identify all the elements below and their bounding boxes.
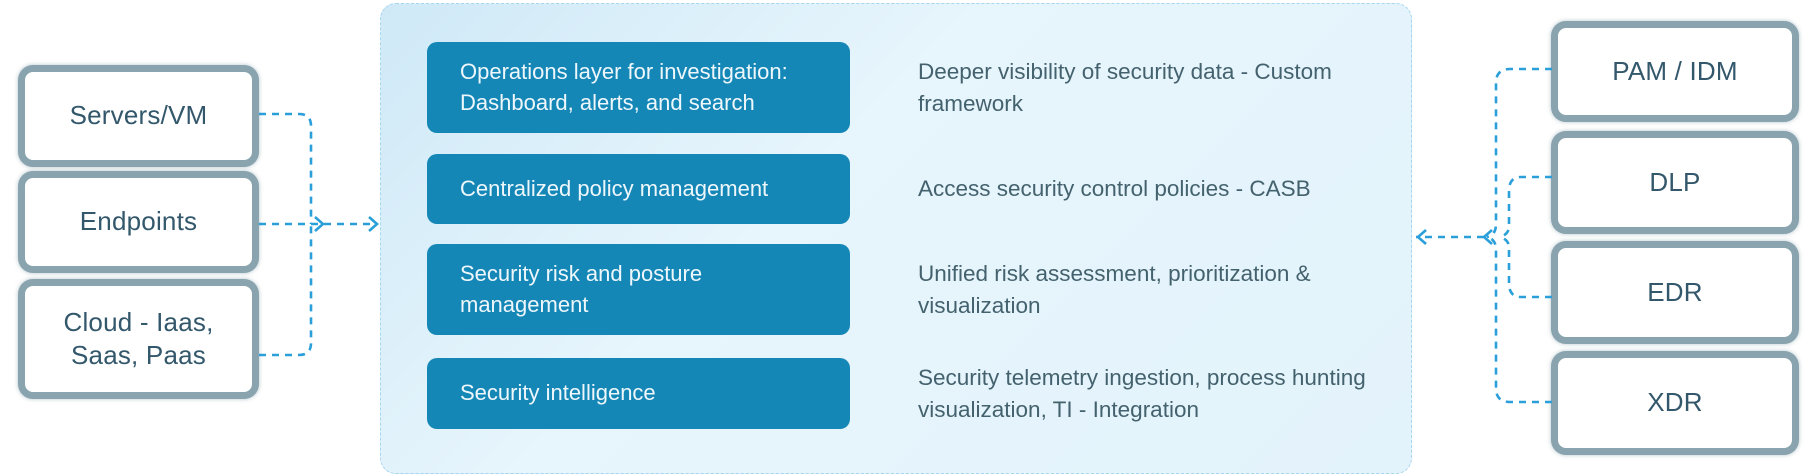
capability-label-operations-layer: Operations layer for investigation: Dash… — [460, 58, 788, 115]
arrowhead-into-panel-icon — [368, 216, 379, 232]
source-box-servers-vm: Servers/VM — [18, 65, 259, 167]
tool-box-xdr: XDR — [1551, 351, 1799, 455]
tool-label-edr: EDR — [1647, 276, 1703, 307]
capability-pill-risk-posture: Security risk and posture management — [427, 244, 850, 335]
tool-box-edr: EDR — [1551, 241, 1799, 344]
source-label-cloud: Cloud - Iaas, Saas, Paas — [63, 306, 214, 370]
source-box-endpoints: Endpoints — [18, 171, 259, 273]
tool-label-dlp: DLP — [1649, 166, 1701, 197]
description-text-security-intelligence: Security telemetry ingestion, process hu… — [918, 365, 1366, 422]
connector-pam-idm-line — [1486, 67, 1552, 239]
connector-xdr-line — [1486, 235, 1552, 404]
capability-label-security-intelligence: Security intelligence — [460, 380, 656, 406]
tool-label-pam-idm: PAM / IDM — [1612, 55, 1738, 86]
source-label-endpoints: Endpoints — [79, 206, 198, 237]
description-text-operations-layer: Deeper visibility of security data - Cus… — [918, 59, 1332, 116]
arrowhead-right-merge-icon — [1482, 229, 1493, 245]
capability-pill-security-intelligence: Security intelligence — [427, 358, 850, 429]
capability-label-risk-posture: Security risk and posture management — [460, 260, 703, 317]
capability-description-operations-layer: Deeper visibility of security data - Cus… — [918, 42, 1400, 133]
connector-dlp-line — [1498, 175, 1552, 239]
source-label-servers-vm: Servers/VM — [69, 100, 208, 131]
capability-pill-operations-layer: Operations layer for investigation: Dash… — [427, 42, 850, 133]
capability-label-policy-management: Centralized policy management — [460, 175, 769, 201]
arrowhead-left-merge-icon — [314, 216, 325, 232]
description-text-policy-management: Access security control policies - CASB — [918, 176, 1311, 202]
capability-description-policy-management: Access security control policies - CASB — [918, 154, 1400, 224]
tool-label-xdr: XDR — [1647, 387, 1703, 418]
tool-box-pam-idm: PAM / IDM — [1551, 21, 1799, 122]
source-box-cloud: Cloud - Iaas, Saas, Paas — [18, 279, 259, 399]
capability-description-risk-posture: Unified risk assessment, prioritization … — [918, 244, 1400, 335]
capability-pill-policy-management: Centralized policy management — [427, 154, 850, 224]
arrowhead-into-panel-right-icon — [1416, 229, 1427, 245]
capability-description-security-intelligence: Security telemetry ingestion, process hu… — [918, 358, 1400, 429]
connector-servers-vm-line — [259, 112, 313, 224]
tool-box-dlp: DLP — [1551, 131, 1799, 234]
description-text-risk-posture: Unified risk assessment, prioritization … — [918, 261, 1311, 318]
connector-edr-line — [1498, 235, 1552, 299]
connector-cloud-line — [259, 224, 313, 357]
